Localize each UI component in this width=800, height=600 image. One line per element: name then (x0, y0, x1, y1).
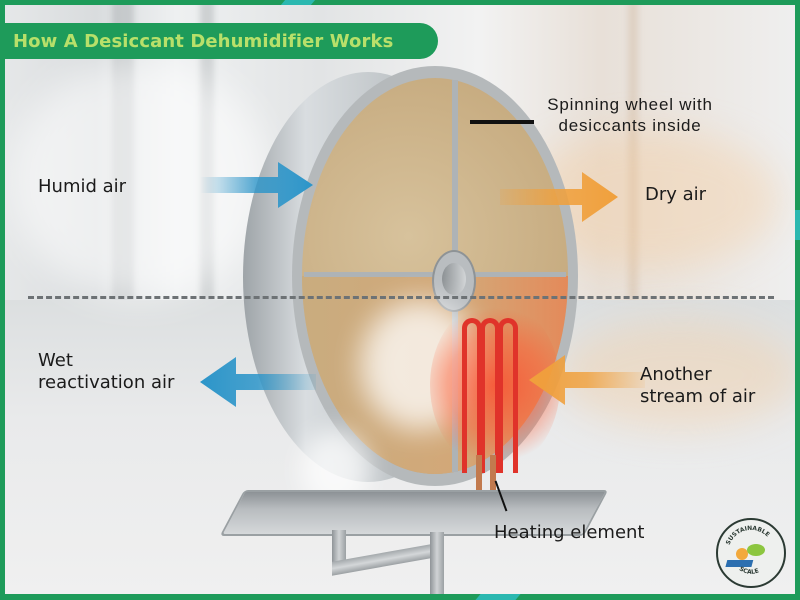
label-spinning-wheel: Spinning wheel with desiccants inside (530, 94, 730, 136)
heater-pipe (490, 455, 496, 500)
accent-stripe (795, 210, 800, 240)
wheel-hub (442, 263, 466, 295)
arrow-left-orange-icon (529, 355, 645, 405)
accent-stripe (475, 594, 521, 600)
drain-pipe (332, 530, 346, 566)
arrow-left-blue-icon (200, 357, 316, 407)
dashed-divider (28, 296, 774, 299)
label-another-stream: Another stream of air (640, 364, 755, 408)
border-right (795, 0, 800, 600)
logo-graphic: SUSTAINABLE SCALE (725, 525, 771, 576)
border-bottom (0, 594, 800, 600)
accent-stripe (280, 0, 316, 5)
svg-text:SCALE: SCALE (738, 565, 760, 575)
title-banner: How A Desiccant Dehumidifier Works (0, 23, 438, 59)
label-heating-element: Heating element (494, 522, 645, 543)
arrow-right-orange-icon (500, 172, 618, 222)
leader-line (470, 120, 534, 124)
heating-coil (480, 318, 500, 473)
heater-pipe (476, 455, 482, 500)
label-wet-reactivation-air: Wet reactivation air (38, 350, 174, 394)
label-line: stream of air (640, 386, 756, 407)
label-line: Wet (38, 350, 73, 371)
drain-pipe (430, 532, 444, 596)
arrow-right-blue-icon (200, 162, 313, 208)
label-dry-air: Dry air (645, 184, 707, 205)
svg-text:SUSTAINABLE: SUSTAINABLE (725, 525, 771, 546)
label-line: reactivation air (38, 372, 175, 393)
label-line: desiccants inside (558, 116, 702, 135)
background-column (628, 0, 638, 300)
sustainable-scale-logo-icon: SUSTAINABLE SCALE (716, 518, 786, 588)
border-top (0, 0, 800, 5)
label-line: Another (640, 364, 712, 385)
label-line: Spinning wheel with (547, 95, 713, 114)
heating-coil (462, 318, 482, 473)
border-left (0, 0, 5, 600)
heating-coil (498, 318, 518, 473)
page-title: How A Desiccant Dehumidifier Works (13, 30, 394, 52)
label-humid-air: Humid air (38, 176, 127, 197)
